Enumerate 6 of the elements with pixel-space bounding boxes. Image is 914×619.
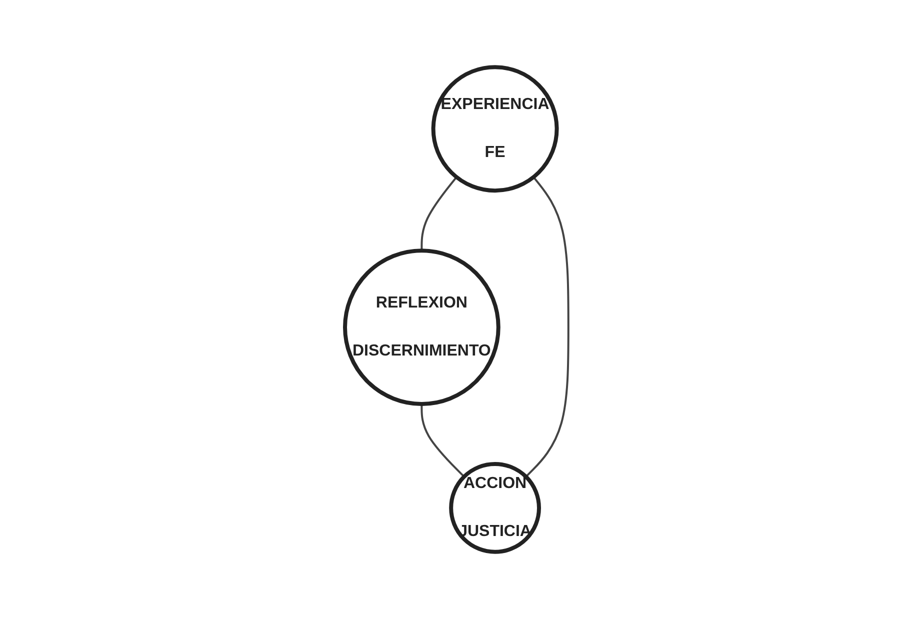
connector: [421, 404, 466, 478]
node-circle: ACCION JUSTICIA: [449, 462, 542, 554]
connector: [421, 176, 458, 251]
node-circle: EXPERIENCIA FE: [432, 65, 560, 193]
connector: [526, 176, 570, 478]
node-circle: REFLEXION DISCERNIMIENTO: [343, 248, 501, 406]
